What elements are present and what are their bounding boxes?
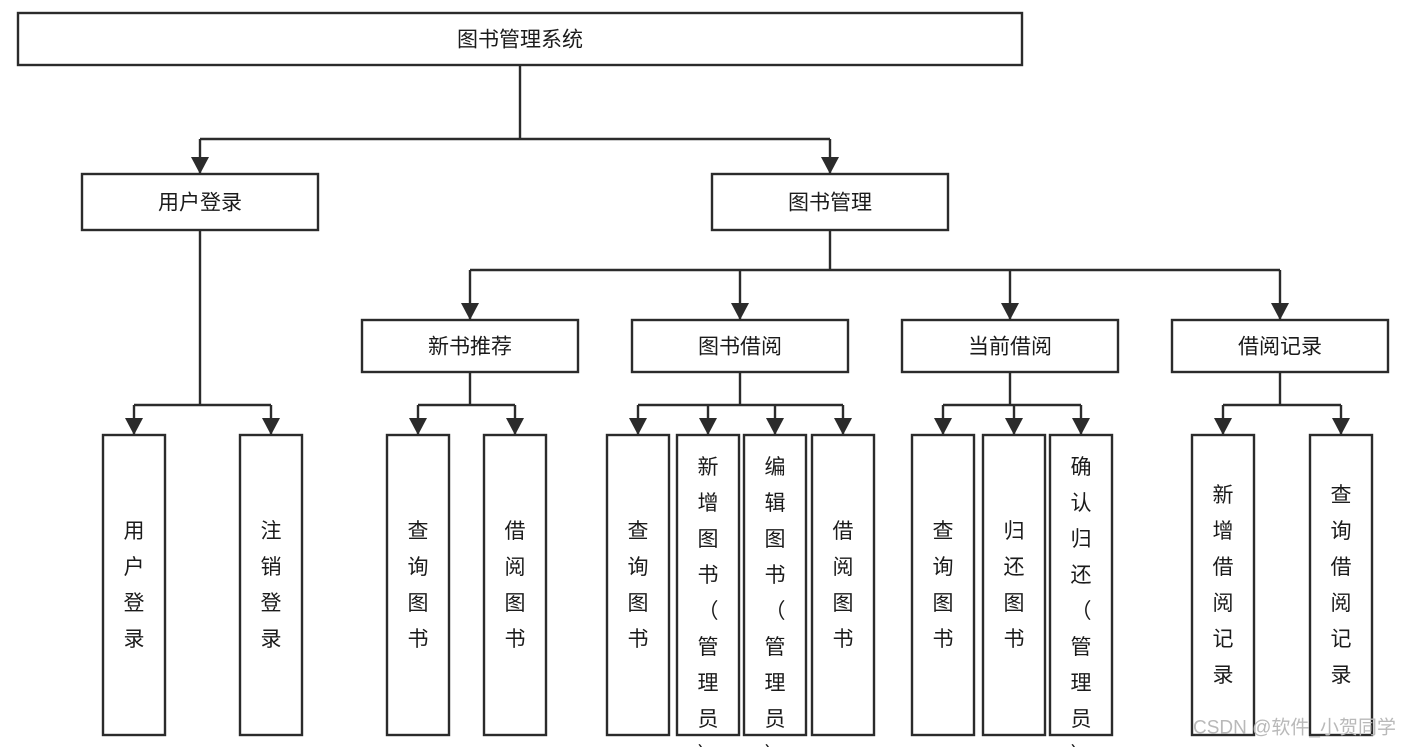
- node-leaf-return-book[interactable]: 归还图书: [981, 433, 1047, 737]
- node-leaf-query-book-3[interactable]: 查询图书: [910, 433, 976, 737]
- arrow-head: [821, 157, 839, 174]
- node-label-book-manage: 图书管理: [788, 192, 872, 215]
- node-box-borrow-record: [1170, 318, 1390, 374]
- arrow-head: [1005, 418, 1023, 435]
- arrow-head: [262, 418, 280, 435]
- node-label-leaf-query-book-3: 查询图书: [933, 520, 954, 651]
- node-leaf-query-book-1[interactable]: 查询图书: [385, 433, 451, 737]
- node-book-manage[interactable]: 图书管理: [710, 172, 950, 232]
- node-leaf-query-book-2[interactable]: 查询图书: [605, 433, 671, 737]
- node-box-leaf-add-record: [1190, 433, 1256, 737]
- node-leaf-logout[interactable]: 注销登录: [238, 433, 304, 737]
- node-box-user-login: [80, 172, 320, 232]
- node-box-leaf-user-login: [101, 433, 167, 737]
- node-box-leaf-borrow-book-1: [482, 433, 548, 737]
- node-box-leaf-query-book-1: [385, 433, 451, 737]
- csdn-watermark: CSDN @软件_小贺同学: [1193, 717, 1396, 739]
- node-leaf-confirm-return[interactable]: 确认归还（管理员）: [1048, 433, 1114, 747]
- connector-layer: [125, 65, 1350, 435]
- node-label-leaf-user-login: 用户登录: [124, 520, 145, 651]
- node-label-new-book-rec: 新书推荐: [428, 336, 512, 359]
- arrow-head: [1001, 303, 1019, 320]
- node-box-root: [16, 11, 1024, 67]
- node-box-leaf-borrow-book-2: [810, 433, 876, 737]
- node-user-login[interactable]: 用户登录: [80, 172, 320, 232]
- node-box-leaf-add-book: [675, 433, 741, 737]
- node-leaf-borrow-book-1[interactable]: 借阅图书: [482, 433, 548, 737]
- node-box-leaf-query-book-2: [605, 433, 671, 737]
- node-label-leaf-borrow-book-1: 借阅图书: [505, 520, 526, 651]
- node-box-leaf-return-book: [981, 433, 1047, 737]
- node-label-leaf-confirm-return: 确认归还（管理员）: [1071, 456, 1092, 747]
- node-label-leaf-edit-book: 编辑图书（管理员）: [765, 456, 786, 747]
- node-label-leaf-borrow-book-2: 借阅图书: [833, 520, 854, 651]
- node-leaf-add-record[interactable]: 新增借阅记录: [1190, 433, 1256, 737]
- node-label-borrow-record: 借阅记录: [1238, 336, 1322, 359]
- node-label-book-borrow: 图书借阅: [698, 336, 782, 359]
- arrow-head: [629, 418, 647, 435]
- node-book-borrow[interactable]: 图书借阅: [630, 318, 850, 374]
- node-borrow-record[interactable]: 借阅记录: [1170, 318, 1390, 374]
- arrow-head: [125, 418, 143, 435]
- node-leaf-query-record[interactable]: 查询借阅记录: [1308, 433, 1374, 737]
- node-leaf-edit-book[interactable]: 编辑图书（管理员）: [742, 433, 808, 747]
- node-label-leaf-query-book-1: 查询图书: [408, 520, 429, 651]
- arrow-head: [731, 303, 749, 320]
- node-label-leaf-query-record: 查询借阅记录: [1331, 484, 1352, 687]
- arrow-head: [409, 418, 427, 435]
- node-box-new-book-rec: [360, 318, 580, 374]
- node-box-leaf-edit-book: [742, 433, 808, 737]
- node-box-leaf-logout: [238, 433, 304, 737]
- node-label-leaf-add-record: 新增借阅记录: [1213, 484, 1234, 687]
- arrow-head: [1072, 418, 1090, 435]
- node-root[interactable]: 图书管理系统: [16, 11, 1024, 67]
- node-box-leaf-query-record: [1308, 433, 1374, 737]
- node-leaf-user-login[interactable]: 用户登录: [101, 433, 167, 737]
- arrow-head: [934, 418, 952, 435]
- node-current-borrow[interactable]: 当前借阅: [900, 318, 1120, 374]
- arrow-head: [1214, 418, 1232, 435]
- arrow-head: [461, 303, 479, 320]
- node-label-current-borrow: 当前借阅: [968, 336, 1052, 359]
- node-label-root: 图书管理系统: [457, 29, 583, 52]
- node-box-book-borrow: [630, 318, 850, 374]
- arrow-head: [699, 418, 717, 435]
- node-box-leaf-confirm-return: [1048, 433, 1114, 737]
- node-leaf-borrow-book-2[interactable]: 借阅图书: [810, 433, 876, 737]
- arrow-head: [191, 157, 209, 174]
- node-box-book-manage: [710, 172, 950, 232]
- arrow-head: [506, 418, 524, 435]
- node-leaf-add-book[interactable]: 新增图书（管理员）: [675, 433, 741, 747]
- node-label-leaf-query-book-2: 查询图书: [628, 520, 649, 651]
- node-new-book-rec[interactable]: 新书推荐: [360, 318, 580, 374]
- node-label-user-login: 用户登录: [158, 192, 242, 215]
- arrow-head: [1332, 418, 1350, 435]
- node-layer: 图书管理系统用户登录图书管理新书推荐图书借阅当前借阅借阅记录用户登录注销登录查询…: [16, 11, 1390, 747]
- node-label-leaf-return-book: 归还图书: [1004, 520, 1025, 651]
- arrow-head: [1271, 303, 1289, 320]
- arrow-head: [834, 418, 852, 435]
- node-label-leaf-add-book: 新增图书（管理员）: [698, 456, 719, 747]
- node-label-leaf-logout: 注销登录: [261, 520, 282, 651]
- node-box-leaf-query-book-3: [910, 433, 976, 737]
- arrow-head: [766, 418, 784, 435]
- node-box-current-borrow: [900, 318, 1120, 374]
